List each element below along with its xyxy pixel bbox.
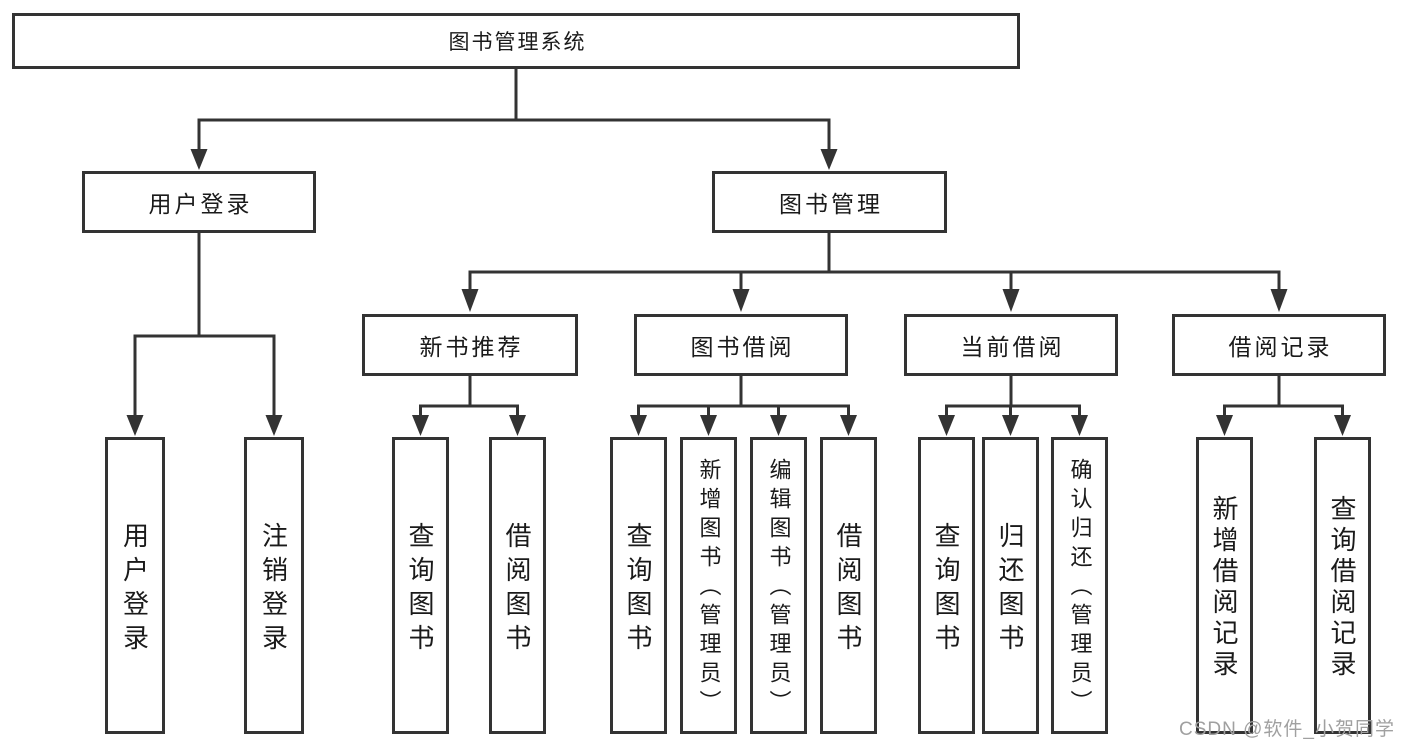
watermark: CSDN @软件_小贺同学 (1179, 719, 1395, 740)
connector-current-borrow-to-leaves (938, 376, 1088, 436)
leaf-add-book-admin: 新增图书（管理员） (680, 437, 737, 734)
leaf-logout-label: 注销登录 (258, 521, 289, 658)
leaf-confirm-return-admin: 确认归还（管理员） (1051, 437, 1108, 734)
connector-borrow-records-to-leaves (1216, 376, 1351, 436)
node-current-borrow: 当前借阅 (904, 314, 1118, 376)
leaf-return-book-label: 归还图书 (995, 521, 1025, 658)
leaf-user-login: 用户登录 (105, 437, 165, 734)
connector-book-borrow-to-leaves (630, 376, 857, 436)
leaf-edit-book-admin: 编辑图书（管理员） (750, 437, 807, 734)
node-system-root: 图书管理系统 (12, 13, 1020, 69)
leaf-edit-book-admin-label: 编辑图书（管理员） (766, 458, 792, 719)
leaf-query-books-borrow-label: 查询图书 (623, 521, 653, 658)
leaf-borrow-books: 借阅图书 (820, 437, 877, 734)
node-borrow-records-label: 借阅记录 (1228, 334, 1333, 360)
leaf-query-books-current: 查询图书 (918, 437, 975, 734)
leaf-logout: 注销登录 (244, 437, 304, 734)
node-user-login-label: 用户登录 (148, 191, 253, 217)
node-book-borrow: 图书借阅 (634, 314, 848, 376)
node-new-book-recommend: 新书推荐 (362, 314, 578, 376)
leaf-query-books-borrow: 查询图书 (610, 437, 667, 734)
node-book-management-label: 图书管理 (779, 191, 883, 217)
node-system-root-label: 图书管理系统 (448, 31, 587, 54)
leaf-confirm-return-admin-label: 确认归还（管理员） (1067, 458, 1093, 719)
leaf-borrow-books-recommend: 借阅图书 (489, 437, 546, 734)
node-book-management: 图书管理 (712, 171, 947, 233)
connector-user-login-to-leaves (126, 233, 283, 436)
leaf-query-books-recommend-label: 查询图书 (405, 521, 435, 658)
leaf-add-borrow-record-label: 新增借阅记录 (1209, 494, 1239, 681)
leaf-query-borrow-record: 查询借阅记录 (1314, 437, 1371, 734)
leaf-user-login-label: 用户登录 (119, 521, 150, 658)
leaf-add-borrow-record: 新增借阅记录 (1196, 437, 1253, 734)
leaf-borrow-books-recommend-label: 借阅图书 (502, 521, 532, 658)
leaf-add-book-admin-label: 新增图书（管理员） (696, 458, 722, 719)
connector-book-management-to-level3 (461, 233, 1288, 312)
leaf-query-books-current-label: 查询图书 (931, 521, 961, 658)
node-current-borrow-label: 当前借阅 (960, 334, 1065, 360)
leaf-return-book: 归还图书 (982, 437, 1039, 734)
leaf-query-books-recommend: 查询图书 (392, 437, 449, 734)
node-book-borrow-label: 图书借阅 (690, 334, 795, 360)
node-borrow-records: 借阅记录 (1172, 314, 1386, 376)
connector-new-book-to-leaves (412, 376, 526, 436)
leaf-query-borrow-record-label: 查询借阅记录 (1327, 494, 1357, 681)
connector-root-to-level2 (190, 68, 838, 170)
node-user-login: 用户登录 (82, 171, 316, 233)
node-new-book-recommend-label: 新书推荐 (419, 334, 524, 360)
leaf-borrow-books-label: 借阅图书 (833, 521, 863, 658)
